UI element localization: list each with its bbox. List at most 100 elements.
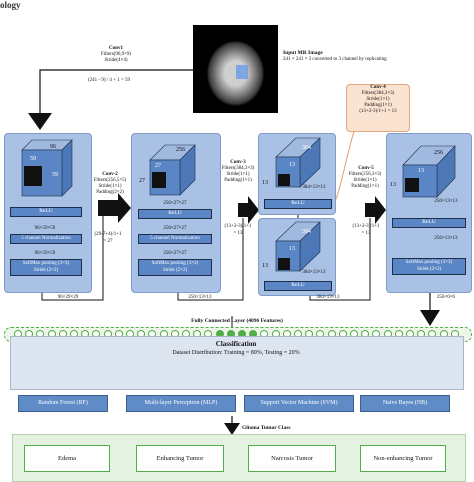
col1-relu: ReLU [10,207,82,217]
conv3-padding: Padding(1×1) [224,178,252,183]
col4-cube-width: 384 [302,229,311,235]
col2-output: 256×13×13 [188,295,212,300]
col2-pool-b: Stride (2×2) [162,268,188,273]
mri-input-image [193,25,278,113]
classifier-svm: Support Vector Machine (SVM) [244,395,354,412]
class-non-enhancing-tumor: Non-enhancing Tumor [360,445,446,472]
col1-cube-height: 59 [30,156,36,162]
class-narcosis-tumor: Narcosis Tumor [248,445,336,472]
col4-out-connector [309,218,371,301]
conv5-filters: Filters(256,3×3) [348,172,382,177]
col1-dim1: 96×59×59 [34,226,56,231]
col5-cube-depth: 13 [390,182,396,188]
conv2-filters: Filters(256,5×5) [93,178,127,183]
col5-dim1: 256×13×13 [434,236,458,241]
conv3-filters: Filters(384,3×3) [221,166,255,171]
col2-col3-arrow [238,196,259,224]
conv3-formula-a: (13+2-3)/1+1 [224,224,252,229]
class-edema: Edema [24,445,110,472]
tumor-region [236,65,248,79]
col3-cube-height: 13 [289,162,295,168]
input-description: 241 × 241 × 3 converted to 3 channel by … [283,57,387,62]
col1-out-connector [41,215,104,301]
col5-cube-width: 256 [434,150,443,156]
classification-panel [10,336,464,390]
col5-dim0: 256×13×13 [434,199,458,204]
conv3-title: Conv-3 [230,160,246,165]
conv2-padding: Padding(2×2) [96,190,124,195]
glioma-title: Glioma Tumor Class [242,425,291,431]
conv2-formula-b: = 27 [103,239,113,244]
conv5-formula-b: = 13 [361,231,371,236]
col1-pool-b: Stride (2×2) [33,268,59,273]
col4-relu: ReLU [264,281,332,291]
col1-cube-width: 96 [50,144,56,150]
col4-cube-height: 13 [289,246,295,252]
col2-cube-height: 27 [155,163,161,169]
conv5-padding: Padding(1×1) [351,184,379,189]
conv4-title: Conv-4 [370,85,386,90]
fc-label: Fully Connected Layer (4096 Features) [191,318,283,324]
conv4-stride: Stride(1×1) [366,97,390,102]
col2-relu: ReLU [138,209,212,219]
conv4-padding: Padding(1×1) [364,103,392,108]
conv5-formula-a: (13+2-3)/1+1 [352,224,380,229]
col5-cube-height: 13 [418,168,424,174]
col3-dim0: 384×13×13 [302,185,326,190]
conv5-stride: Stride(1×1) [353,178,377,183]
classification-title: Classification [215,340,257,348]
conv1-stride: Stride(4×4) [104,58,128,63]
col1-cube-depth: 59 [52,172,58,178]
dataset-distribution: Dataset Distribution: Training = 80%, Te… [172,350,300,356]
col5-pool-b: Stride (2×2) [416,267,442,272]
col1-col2-arrow [98,193,131,223]
col5-relu: ReLU [392,218,466,228]
col1-dim2: 96×59×59 [34,251,56,256]
input-connector [39,69,193,115]
conv1-filters: Filters(96,9×9) [100,52,132,57]
col4-output: 384×13×13 [316,295,340,300]
conv2-formula-a: (29-7+4)/1+1 [94,232,122,237]
classifier-mlp: Multi-layer Perceptron (MLP) [126,395,236,412]
col4-col5-arrow [365,196,386,224]
conv1-title: Conv1 [109,46,123,51]
class-enhancing-tumor: Enhancing Tumor [136,445,224,472]
col3-cube-width: 384 [302,145,311,151]
col1-output: 96×29×29 [57,295,79,300]
conv1-formula: (241 - 9) / 4 + 1 = 59 [88,78,131,83]
col2-cube-width: 256 [176,147,185,153]
col3-cube-depth: 13 [262,180,268,186]
col2-dim2: 256×27×27 [163,251,187,256]
classifier-rf: Random Forest (RF) [18,395,108,412]
conv4-callout: Conv-4 Filters(384,3×3) Stride(1×1) Padd… [346,84,410,132]
conv4-filters: Filters(384,3×3) [361,91,395,96]
conv2-title: Conv-2 [102,172,118,177]
col2-dim0: 256×27×27 [163,201,187,206]
col2-pool-a: SoftMax pooling (3×3) [151,261,199,266]
col5-pool: SoftMax pooling (3×3) Stride (2×2) [392,258,466,275]
col2-cube-depth: 27 [139,178,145,184]
col2-out-connector [177,218,244,301]
col2-dim1: 256×27×27 [163,226,187,231]
col1-pool-a: SoftMax pooling (3×3) [22,261,70,266]
col1-pool: SoftMax pooling (3×3) Stride (2×2) [10,259,82,276]
input-big-arrow [28,113,52,130]
conv3-stride: Stride(1×1) [226,172,250,177]
col1-norm: 5 channel Normalization [10,234,82,244]
class-tumor-arrow [224,423,240,435]
col2-norm: 5 channel Normalization [138,234,212,244]
input-title: Input MR Image [283,50,323,56]
col5-pool-a: SoftMax pooling (3×3) [405,260,453,265]
col5-output: 256×6×6 [436,295,456,300]
classifier-nb: Naive Bayes (NB) [360,395,450,412]
col3-relu: ReLU [264,199,332,209]
section-heading: ology [0,0,21,10]
conv5-title: Conv-5 [358,166,374,171]
conv3-formula-b: = 13 [233,231,243,236]
conv4-formula: (13+2-3)/1+1 = 13 [359,109,397,114]
